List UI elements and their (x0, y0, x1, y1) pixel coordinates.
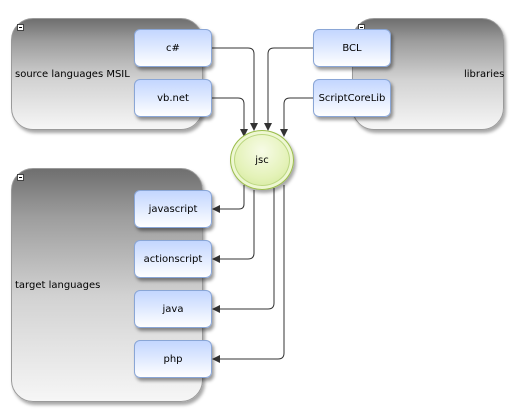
node-javascript-label: javascript (148, 203, 198, 215)
node-scriptcorelib-label: ScriptCoreLib (318, 92, 386, 104)
edge-vbnet-jsc (212, 97, 248, 137)
edge-csharp-jsc (212, 47, 258, 131)
node-vbnet[interactable]: vb.net (134, 79, 212, 117)
node-jsc-label: jsc (255, 154, 269, 166)
node-java-label: java (162, 303, 184, 315)
edge-jsc-javascript (212, 185, 245, 213)
node-actionscript[interactable]: actionscript (134, 240, 212, 278)
node-jsc[interactable]: jsc (230, 130, 294, 190)
swimlane-libraries-label: libraries (464, 69, 505, 80)
node-java[interactable]: java (134, 290, 212, 328)
node-bcl[interactable]: BCL (313, 29, 391, 67)
collapse-icon[interactable] (17, 174, 24, 181)
edge-jsc-php (212, 185, 285, 363)
swimlane-target-label: target languages (15, 280, 101, 291)
node-vbnet-label: vb.net (157, 92, 189, 104)
node-javascript[interactable]: javascript (134, 190, 212, 228)
edge-jsc-java (212, 188, 275, 313)
collapse-icon[interactable] (17, 24, 24, 31)
node-bcl-label: BCL (342, 42, 362, 54)
node-csharp[interactable]: c# (134, 29, 212, 67)
edge-scriptcorelib-jsc (280, 97, 313, 137)
node-actionscript-label: actionscript (143, 253, 203, 265)
node-php-label: php (163, 353, 183, 365)
edge-bcl-jsc (264, 47, 313, 131)
node-php[interactable]: php (134, 340, 212, 378)
node-scriptcorelib[interactable]: ScriptCoreLib (313, 79, 391, 117)
node-csharp-label: c# (166, 42, 180, 54)
swimlane-source-label: source languages MSIL (15, 69, 130, 80)
edge-jsc-actionscript (212, 190, 255, 263)
